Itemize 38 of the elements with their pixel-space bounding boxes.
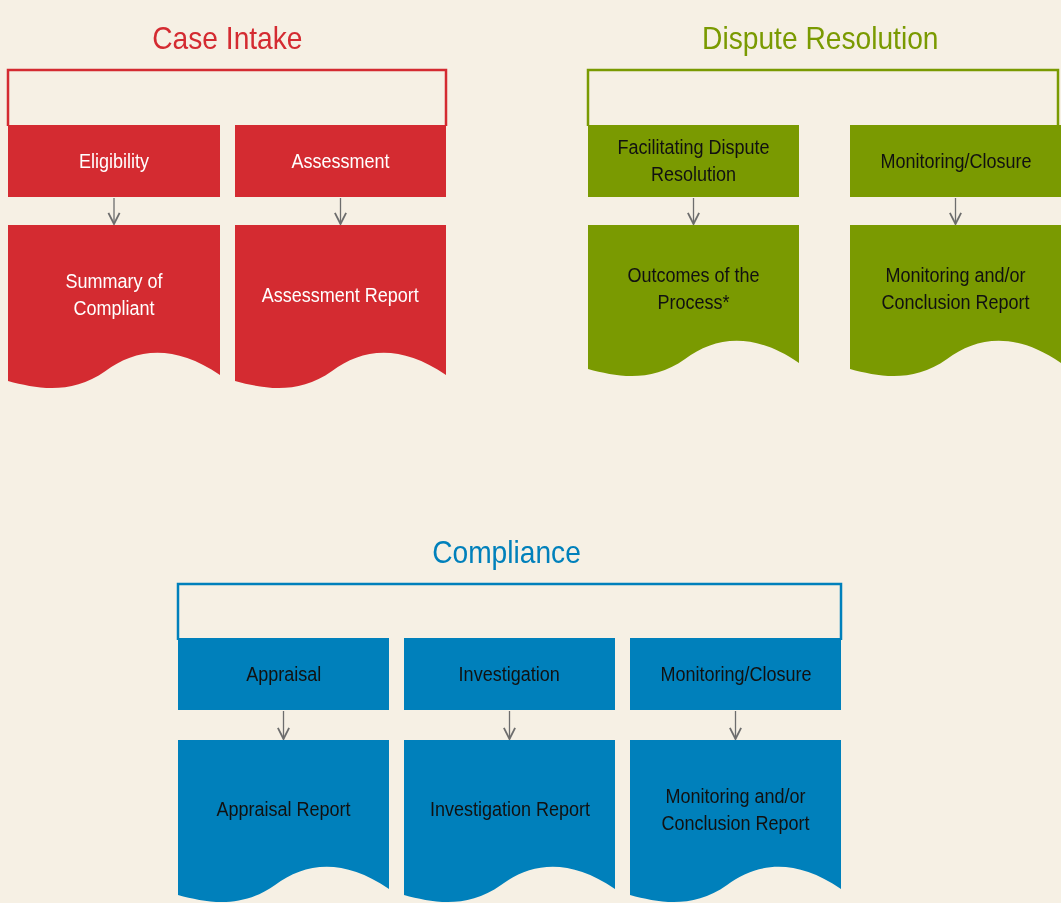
box-label: Appraisal Report — [216, 797, 351, 822]
box-label: Summary of Compliant — [64, 269, 164, 321]
process-box — [630, 638, 841, 710]
arrow — [949, 197, 962, 225]
document-shape — [630, 740, 841, 903]
arrow — [107, 197, 121, 225]
box-label: Monitoring and/or Conclusion Report — [660, 783, 811, 836]
box-label: Assessment — [291, 148, 390, 174]
arrow — [334, 197, 347, 225]
section-title: Dispute Resolution — [701, 20, 938, 57]
document-shape — [178, 740, 389, 903]
process-box — [178, 638, 389, 710]
document-shape — [850, 225, 1061, 379]
document-shape — [404, 740, 615, 903]
process-box — [850, 125, 1061, 197]
box-label: Monitoring/Closure — [659, 661, 812, 687]
arrow — [277, 710, 290, 740]
section-title: Case Intake — [151, 20, 302, 57]
box-label: Assessment Report — [261, 282, 419, 308]
box-label: Monitoring and/or Conclusion Report — [880, 263, 1031, 315]
box-label: Investigation Report — [429, 797, 590, 822]
document-shape — [235, 225, 446, 391]
process-box — [235, 125, 446, 197]
document-shape — [8, 225, 220, 391]
arrow — [503, 710, 516, 740]
arrow — [729, 710, 742, 740]
box-label: Monitoring/Closure — [879, 148, 1032, 174]
box-label: Facilitating Dispute Resolution — [616, 135, 771, 187]
process-box — [8, 125, 220, 197]
process-box — [588, 125, 799, 197]
box-label: Investigation — [458, 661, 561, 687]
box-label: Appraisal — [245, 661, 321, 687]
process-box — [404, 638, 615, 710]
document-shape — [588, 225, 799, 379]
arrow — [687, 197, 700, 225]
box-label: Outcomes of the Process* — [626, 263, 761, 315]
box-label: Eligibility — [79, 148, 149, 174]
section-title: Compliance — [431, 534, 581, 571]
